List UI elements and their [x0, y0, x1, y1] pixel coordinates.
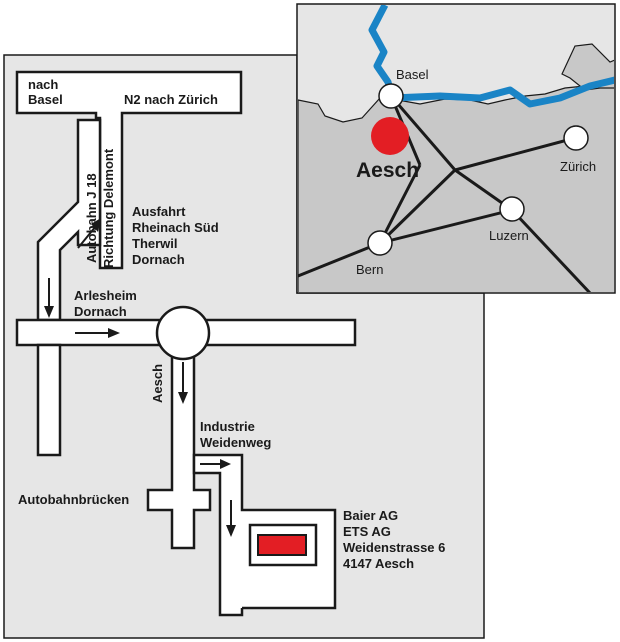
city-label-bern: Bern [356, 262, 383, 277]
city-label-zurich: Zürich [560, 159, 596, 174]
city-label-aesch: Aesch [356, 159, 419, 182]
city-label-basel: Basel [396, 67, 429, 82]
address-line-4: 4147 Aesch [343, 556, 414, 571]
address-line-2: ETS AG [343, 524, 391, 539]
label-aesch-road: Aesch [150, 364, 165, 403]
city-marker-basel [378, 83, 404, 109]
arrow-icon [75, 328, 120, 338]
neighbour-area [561, 43, 614, 91]
label-dornach-exit: Dornach [132, 252, 185, 267]
address-line-1: Baier AG [343, 508, 398, 523]
label-industrie: Industrie [200, 419, 255, 434]
label-nach: nach [28, 77, 58, 92]
road-left-vertical [36, 343, 62, 457]
destination-marker [257, 534, 307, 556]
label-ausfahrt: Ausfahrt [132, 204, 186, 219]
city-marker-aesch [371, 117, 409, 155]
overview-map: Basel Zürich Luzern Bern Aesch [296, 3, 616, 294]
address-line-3: Weidenstrasse 6 [343, 540, 445, 555]
label-rheinach-sued: Rheinach Süd [132, 220, 219, 235]
arrow-icon [200, 459, 231, 469]
label-n2-zurich: N2 nach Zürich [124, 92, 218, 107]
city-marker-bern [367, 230, 393, 256]
arrow-icon [77, 218, 101, 249]
label-therwil: Therwil [132, 236, 178, 251]
city-marker-zurich [563, 125, 589, 151]
road-autobahn-j18 [36, 118, 102, 322]
arrow-icon [226, 500, 236, 537]
label-arlesheim: Arlesheim [74, 288, 137, 303]
river-rhine [368, 5, 614, 108]
label-richtung-delemont: Richtung Delemont [101, 148, 116, 268]
label-autobahnbruecken: Autobahnbrücken [18, 492, 129, 507]
label-dornach: Dornach [74, 304, 127, 319]
label-autobahn-j18: Autobahn J 18 [84, 173, 99, 263]
city-marker-luzern [499, 196, 525, 222]
arrow-icon [178, 362, 188, 404]
direction-arrows [44, 218, 236, 537]
road-aesch [146, 343, 212, 550]
label-basel: Basel [28, 92, 63, 107]
label-weidenweg: Weidenweg [200, 435, 271, 450]
road-n2 [15, 70, 243, 270]
arrow-icon [44, 278, 54, 318]
city-label-luzern: Luzern [489, 228, 529, 243]
